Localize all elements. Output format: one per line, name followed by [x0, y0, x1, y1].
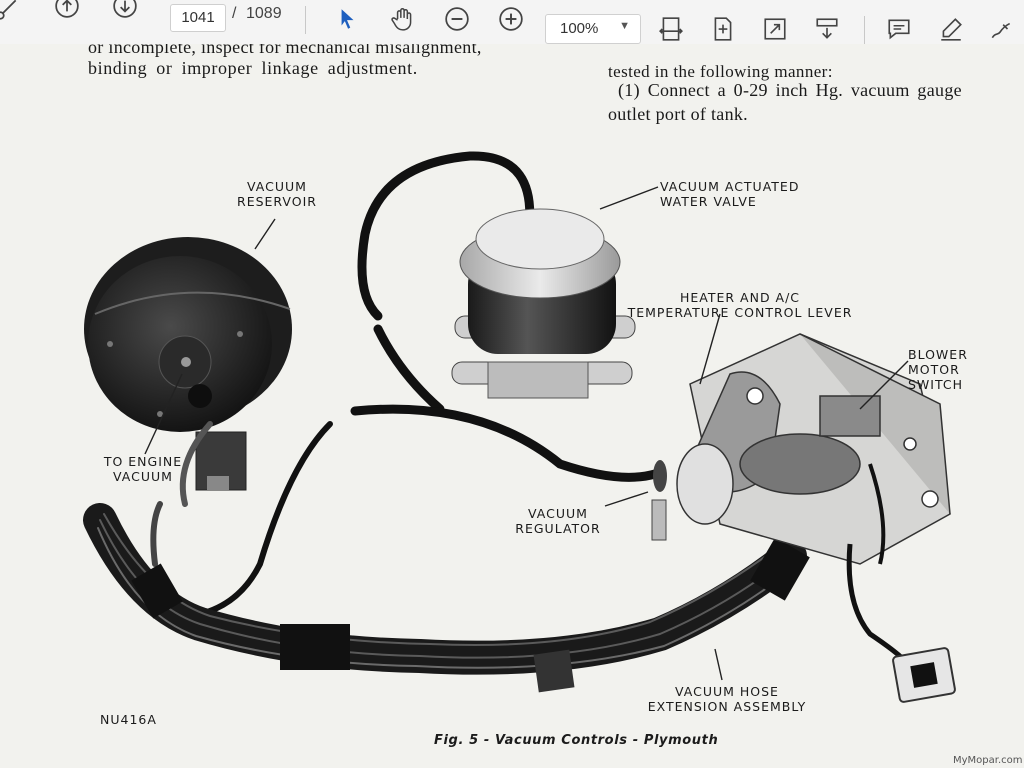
leader-lines: [144, 186, 909, 681]
label-vacuum-regulator: VACUUM REGULATOR: [508, 506, 608, 536]
pdf-toolbar: 1041 / 1089 100% ▼: [0, 0, 1024, 45]
label-temperature-lever: HEATER AND A/C TEMPERATURE CONTROL LEVER: [620, 290, 860, 320]
label-vacuum-reservoir: VACUUM RESERVOIR: [222, 179, 332, 209]
label-line: REGULATOR: [515, 521, 601, 536]
vacuum-controls-illustration: [83, 151, 956, 703]
hand-tool-icon[interactable]: [388, 4, 418, 34]
download-icon[interactable]: [812, 14, 842, 44]
page-down-icon[interactable]: [110, 0, 140, 21]
label-hose-assembly: VACUUM HOSE EXTENSION ASSEMBLY: [642, 684, 812, 714]
label-line: TO ENGINE: [103, 454, 183, 469]
label-line: VACUUM HOSE: [675, 684, 779, 699]
page-up-icon[interactable]: [52, 0, 82, 21]
label-line: EXTENSION ASSEMBLY: [647, 699, 807, 714]
page-number-input[interactable]: 1041: [170, 4, 226, 32]
hose-extension-bundle: [83, 503, 810, 693]
body-text-right-line3: outlet port of tank.: [608, 104, 748, 124]
fit-page-icon[interactable]: [708, 14, 738, 44]
label-line: RESERVOIR: [237, 194, 317, 209]
zoom-value: 100%: [560, 20, 599, 37]
label-line: VACUUM: [247, 179, 307, 194]
vacuum-hoses: [150, 151, 660, 617]
label-line: TEMPERATURE CONTROL LEVER: [627, 305, 853, 320]
label-line: VACUUM ACTUATED: [660, 179, 800, 194]
toolbar-divider: [305, 6, 306, 34]
fit-width-icon[interactable]: [656, 14, 686, 44]
heater-ac-control-head: [676, 333, 951, 565]
scissors-icon[interactable]: [0, 0, 22, 24]
fullscreen-icon[interactable]: [760, 14, 790, 44]
zoom-select[interactable]: 100% ▼: [545, 14, 641, 44]
document-page: or incomplete, inspect for mechanical mi…: [0, 44, 1024, 768]
label-line: BLOWER MOTOR: [908, 347, 968, 377]
label-blower-switch: BLOWER MOTOR SWITCH: [908, 347, 1024, 392]
page-separator: /: [232, 5, 237, 22]
toolbar-divider: [864, 16, 865, 44]
water-valve: [451, 208, 636, 399]
figure-id: NU416A: [100, 712, 157, 727]
body-text-right-line1: tested in the following manner:: [608, 62, 833, 81]
body-text-right-line2: (1) Connect a 0-29 inch Hg. vacuum gauge: [618, 80, 962, 100]
chevron-down-icon: ▼: [619, 20, 630, 32]
blower-switch-wiring: [846, 463, 956, 703]
highlight-pen-icon[interactable]: [936, 14, 966, 44]
vacuum-regulator: [651, 460, 667, 541]
label-water-valve: VACUUM ACTUATED WATER VALVE: [660, 179, 799, 209]
label-line: WATER VALVE: [660, 194, 757, 209]
comment-icon[interactable]: [884, 14, 914, 44]
zoom-out-icon[interactable]: [442, 4, 472, 34]
label-line: SWITCH: [908, 377, 964, 392]
label-line: HEATER AND A/C: [679, 290, 801, 305]
label-line: VACUUM: [528, 506, 588, 521]
body-text-left-line2: binding or improper linkage adjustment.: [88, 58, 418, 78]
label-engine-vacuum: TO ENGINE VACUUM: [88, 454, 198, 484]
label-line: VACUUM: [113, 469, 173, 484]
page-total: 1089: [246, 5, 282, 22]
figure-caption: Fig. 5 - Vacuum Controls - Plymouth: [434, 733, 719, 748]
body-text-left-line1: or incomplete, inspect for mechanical mi…: [88, 44, 482, 57]
sign-icon[interactable]: [986, 14, 1016, 44]
watermark: MyMopar.com: [953, 755, 1023, 766]
vacuum-reservoir: [84, 237, 292, 491]
select-arrow-icon[interactable]: [332, 4, 362, 34]
zoom-in-icon[interactable]: [496, 4, 526, 34]
